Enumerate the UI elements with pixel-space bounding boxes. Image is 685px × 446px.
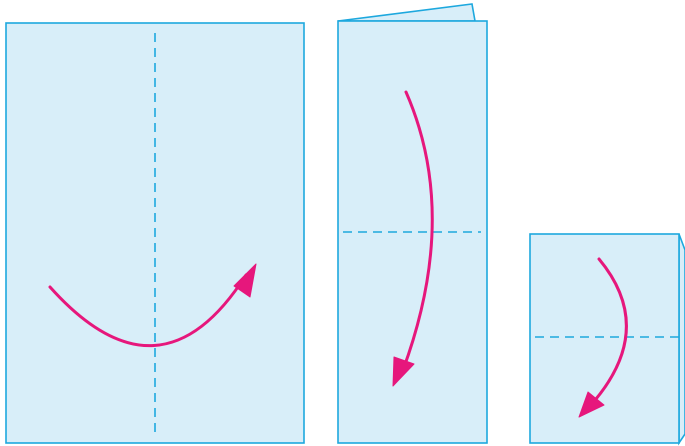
step-1-fold-arrow xyxy=(48,273,248,348)
step-2-arrowhead xyxy=(392,356,415,387)
step-3-paper xyxy=(529,233,680,444)
step-3-arrowhead xyxy=(578,391,605,418)
step-3-back-flap xyxy=(678,233,685,446)
step-2-fold-arrow xyxy=(401,90,434,372)
step-3-panel xyxy=(529,233,685,446)
step-2-back-flap xyxy=(337,3,476,22)
step-1-panel xyxy=(5,22,305,444)
step-1-arrowhead xyxy=(233,263,257,298)
step-2-panel xyxy=(337,3,488,444)
step-3-fold-arrow xyxy=(588,257,628,408)
